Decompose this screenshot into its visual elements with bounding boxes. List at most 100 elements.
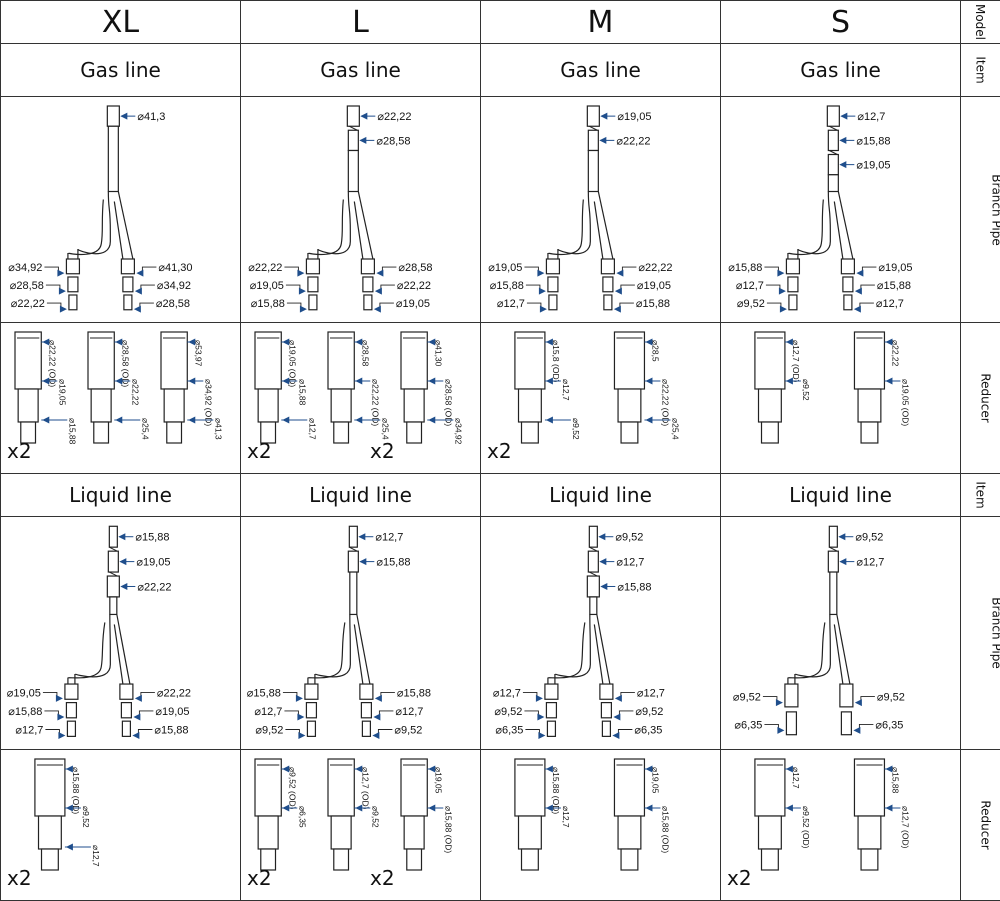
reducer-diameter-label: ⌀12,7 (OD): [900, 806, 910, 849]
reducer-body: [755, 759, 785, 816]
right-branch-pipe: [358, 192, 373, 260]
dim-arrow: [786, 766, 793, 773]
outlet-diameter-label: ⌀12,7: [493, 687, 521, 699]
dim-arrow: [840, 113, 847, 120]
dim-arrow: [58, 732, 65, 739]
outlet-diameter-label: ⌀12,7: [395, 706, 423, 718]
quantity-multiplier: x2: [370, 866, 395, 890]
outlet-diameter-label: ⌀19,05: [250, 280, 284, 292]
reducer-figure: ⌀15,88 (OD)⌀12,7⌀19,05⌀15,88 (OD): [515, 759, 671, 870]
right-branch-pipe: [597, 614, 610, 684]
reducer-body: [15, 332, 41, 389]
outlet-diameter-label: ⌀9,52: [733, 692, 761, 704]
inlet-segment: [109, 526, 117, 547]
reducer-neck: [519, 816, 542, 849]
dim-leader: [46, 285, 60, 291]
dim-arrow: [599, 137, 606, 144]
inlet-segment: [827, 106, 839, 126]
outlet-segment: [786, 259, 799, 274]
outlet-segment: [306, 703, 316, 718]
reducer-neck: [91, 389, 111, 422]
reducer-end: [407, 849, 422, 870]
gas-reducer-l-drawing: ⌀19,05 (OD)⌀15,88⌀12,7⌀28,58⌀22,22 (OD)⌀…: [241, 323, 480, 473]
gas-line-label-m: Gas line: [481, 44, 721, 97]
dim-leader: [44, 711, 58, 717]
inlet-segment: [108, 551, 118, 572]
dim-arrow: [42, 339, 49, 346]
dim-arrow: [115, 339, 122, 346]
outlet-segment: [360, 684, 373, 699]
reducer-diameter-label: ⌀22,22: [130, 379, 140, 406]
inlet-segment: [588, 551, 598, 572]
reducer-end: [167, 422, 182, 443]
inlet-diameter-label: ⌀15,88: [376, 557, 410, 569]
dim-arrow: [297, 713, 304, 720]
reducer-neck: [519, 389, 542, 422]
dim-arrow: [838, 533, 845, 540]
dim-arrow: [428, 417, 435, 424]
dim-arrow: [428, 339, 435, 346]
gas-line-label-xl: Gas line: [1, 44, 241, 97]
dim-arrow: [59, 288, 66, 295]
dim-arrow: [134, 306, 141, 313]
dim-arrow: [66, 766, 73, 773]
left-branch-pipe-edge: [68, 622, 105, 684]
gas-reducer-m: ⌀15,8 (OD)⌀12,7⌀9,52⌀28,5⌀22,22 (OD)⌀25,…: [481, 323, 721, 474]
dim-arrow: [777, 270, 784, 277]
dim-arrow: [540, 306, 547, 313]
main-pipe: [350, 572, 357, 614]
dim-arrow: [546, 805, 553, 812]
reducer-end: [861, 422, 878, 443]
gas-reducer-xl: ⌀22,22 (OD)⌀19,05⌀15,88⌀28,58 (OD)⌀22,22…: [1, 323, 241, 474]
dim-leader: [284, 711, 298, 717]
outlet-diameter-label: ⌀12,7: [254, 706, 282, 718]
reducer-body: [401, 759, 427, 816]
gas-reducer-row: ⌀22,22 (OD)⌀19,05⌀15,88⌀28,58 (OD)⌀22,22…: [1, 323, 1000, 474]
right-branch-pipe-edge: [354, 624, 363, 684]
reducer-diameter-label: ⌀12,7: [561, 379, 571, 401]
outlet-segment: [843, 277, 853, 292]
reducer-diameter-label: ⌀34,92 (OD): [203, 379, 213, 426]
outlet-segment: [123, 277, 133, 292]
dim-arrow: [600, 113, 607, 120]
reducer-body: [515, 759, 545, 816]
dim-arrow: [546, 378, 553, 385]
dim-arrow: [645, 766, 652, 773]
reducer-neck: [858, 816, 881, 849]
inlet-diameter-label: ⌀22,22: [616, 135, 650, 147]
right-branch-pipe-edge: [354, 202, 363, 260]
liquid-reducer-s: ⌀12,7⌀9,52 (OD)⌀15,88⌀12,7 (OD)x2: [721, 750, 961, 901]
outlet-segment: [306, 259, 319, 274]
reducer-body: [854, 759, 884, 816]
reducer-end: [522, 849, 539, 870]
reducer-end: [762, 422, 779, 443]
dim-arrow: [42, 378, 49, 385]
outlet-segment: [121, 703, 131, 718]
gas-branch-l: ⌀22,22⌀28,58⌀22,22⌀19,05⌀15,88⌀28,58⌀22,…: [241, 97, 481, 323]
dim-leader: [382, 267, 396, 273]
dim-arrow: [780, 306, 787, 313]
reducer-diameter-label: ⌀12,7 (OD): [791, 340, 801, 383]
dim-arrow: [66, 844, 73, 851]
gas-branch-m: ⌀19,05⌀22,22⌀19,05⌀15,88⌀12,7⌀22,22⌀19,0…: [481, 97, 721, 323]
liquid-branch-l: ⌀12,7⌀15,88⌀15,88⌀12,7⌀9,52⌀15,88⌀12,7⌀9…: [241, 517, 481, 750]
outlet-segment: [548, 277, 558, 292]
liquid-reducer-l-drawing: ⌀9,52 (OD)⌀6,35⌀12,7 (OD)⌀9,52⌀19,05⌀15,…: [241, 750, 480, 900]
dim-leader: [525, 730, 539, 736]
outlet-diameter-label: ⌀22,22: [11, 298, 45, 310]
dim-leader: [621, 285, 635, 291]
outlet-segment: [67, 721, 75, 736]
reducer-diameter-label: ⌀9,52: [81, 806, 91, 828]
gas-branch-s: ⌀12,7⌀15,88⌀19,05⌀15,88⌀12,7⌀9,52⌀19,05⌀…: [721, 97, 961, 323]
dim-leader: [523, 692, 537, 698]
outlet-diameter-label: ⌀19,05: [637, 280, 671, 292]
inlet-diameter-label: ⌀12,7: [616, 557, 644, 569]
side-label-item-gas: Item: [961, 44, 1000, 97]
reducer-diameter-label: ⌀19,05 (OD): [900, 379, 910, 426]
gas-branch-row: ⌀41,3⌀34,92⌀28,58⌀22,22⌀41,30⌀34,92⌀28,5…: [1, 97, 1000, 323]
gas-line-label-s: Gas line: [721, 44, 961, 97]
reducer-diameter-label: ⌀25,4: [670, 418, 680, 440]
main-pipe: [348, 151, 358, 192]
spec-sheet: XL L M S Model Gas line Gas line Gas lin…: [0, 0, 1000, 851]
